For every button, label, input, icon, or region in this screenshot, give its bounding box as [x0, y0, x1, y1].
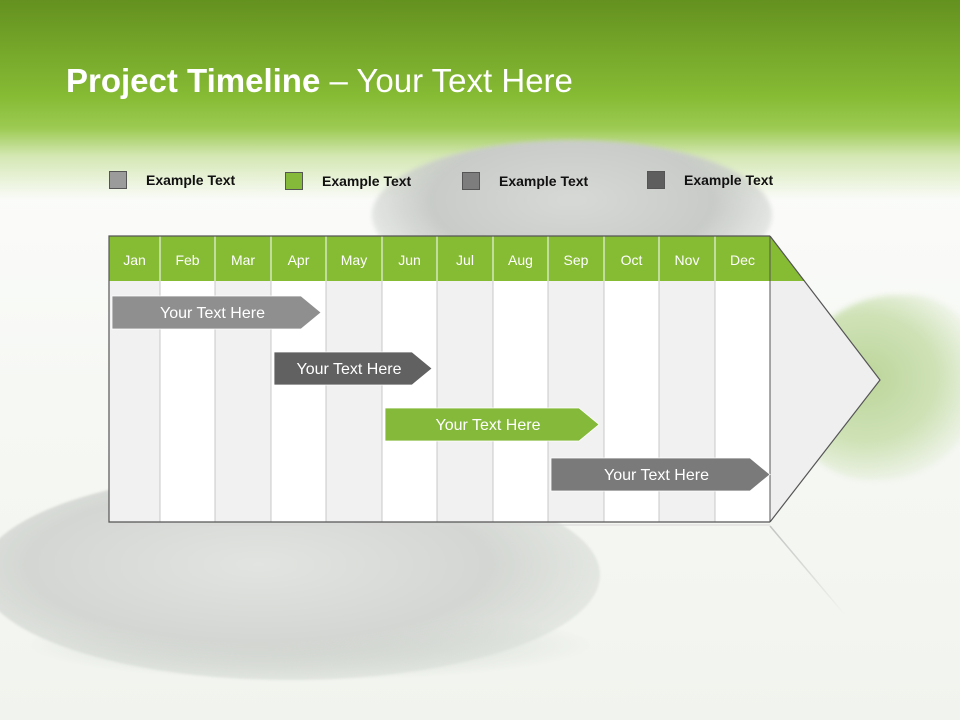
- task-label-4: Your Text Here: [604, 467, 709, 484]
- month-label-apr: Apr: [288, 252, 310, 268]
- reflection-arrow-edge: [769, 525, 846, 616]
- month-label-sep: Sep: [564, 252, 589, 268]
- timeline-arrow-head: [770, 281, 880, 522]
- month-label-jun: Jun: [398, 252, 421, 268]
- month-label-jul: Jul: [456, 252, 474, 268]
- month-header-cell-3: [215, 236, 271, 281]
- legend-label-4: Example Text: [684, 172, 774, 188]
- month-header-cell-5: [326, 236, 382, 281]
- month-column-5: [326, 281, 382, 522]
- task-arrow-2: [273, 351, 433, 386]
- month-header-cell-9: [548, 236, 604, 281]
- month-label-aug: Aug: [508, 252, 533, 268]
- month-column-6: [382, 281, 437, 522]
- month-label-jan: Jan: [123, 252, 146, 268]
- task-arrow-4: [550, 457, 771, 492]
- task-label-1: Your Text Here: [160, 305, 265, 322]
- title-bold: Project Timeline: [66, 62, 321, 99]
- month-header-cell-11: [659, 236, 715, 281]
- month-header-cell-8: [493, 236, 548, 281]
- month-header-cell-1: [109, 236, 160, 281]
- timeline-arrow-outline: [769, 235, 881, 523]
- timeline-frame: [108, 235, 770, 523]
- legend-label-1: Example Text: [146, 172, 236, 188]
- month-label-dec: Dec: [730, 252, 755, 268]
- month-header-cell-6: [382, 236, 437, 281]
- task-arrow-3: [384, 407, 600, 442]
- month-column-7: [437, 281, 493, 522]
- month-header-cell-4: [271, 236, 326, 281]
- month-header-cell-7: [437, 236, 493, 281]
- title-rest: – Your Text Here: [320, 62, 573, 99]
- month-header-cell-10: [604, 236, 659, 281]
- month-header-cell-2: [160, 236, 215, 281]
- month-label-nov: Nov: [675, 252, 700, 268]
- month-header-cell-12: [715, 236, 770, 281]
- legend-label-2: Example Text: [322, 173, 412, 189]
- task-label-2: Your Text Here: [297, 361, 402, 378]
- legend-label-3: Example Text: [499, 173, 589, 189]
- month-label-may: May: [341, 252, 367, 268]
- page-title: Project Timeline – Your Text Here: [66, 60, 573, 102]
- legend-swatch-4: [647, 171, 665, 189]
- task-label-3: Your Text Here: [436, 417, 541, 434]
- month-label-feb: Feb: [175, 252, 199, 268]
- month-label-oct: Oct: [621, 252, 643, 268]
- legend-swatch-2: [285, 172, 303, 190]
- legend-swatch-1: [109, 171, 127, 189]
- month-label-mar: Mar: [231, 252, 255, 268]
- task-arrow-1: [111, 295, 322, 330]
- month-column-8: [493, 281, 548, 522]
- legend-swatch-3: [462, 172, 480, 190]
